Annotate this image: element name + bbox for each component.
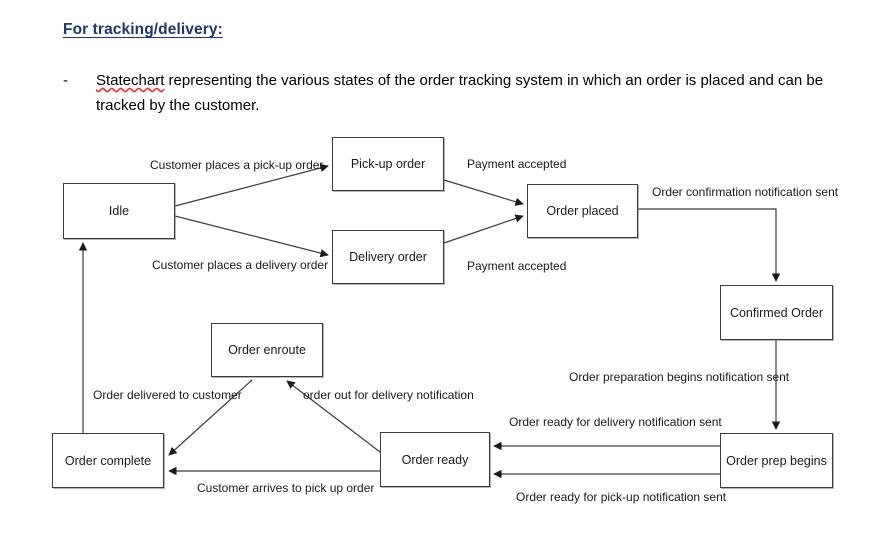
edge-label-order-ready-for-delivery-notification-sent: Order ready for delivery notification se… (509, 415, 722, 429)
page-title: For tracking/delivery: (63, 21, 223, 38)
edge-label-order-confirmation-notification-sent: Order confirmation notification sent (652, 185, 839, 199)
edge-label-order-out-for-delivery-notification: order out for delivery notification (303, 388, 474, 402)
state-label: Order ready (401, 452, 469, 467)
state-node-pickup-order[interactable]: Pick-up order (332, 137, 444, 191)
bullet-list-item: - Statechart representing the various st… (63, 68, 853, 118)
edge-order-ready-to-enroute (286, 380, 381, 453)
state-node-order-enroute[interactable]: Order enroute (211, 323, 323, 377)
state-label: Pick-up order (350, 157, 426, 171)
state-node-confirmed-order[interactable]: Confirmed Order (720, 285, 833, 340)
misspelled-word: Statechart (96, 72, 165, 89)
edge-delivery-to-order-placed (443, 214, 524, 244)
state-node-delivery-order[interactable]: Delivery order (332, 230, 444, 284)
edge-label-payment-accepted-pickup: Payment accepted (467, 157, 567, 171)
state-label: Order enroute (228, 343, 306, 357)
state-label: Order prep begins (726, 453, 827, 468)
state-label: Order complete (64, 453, 152, 468)
edge-label-order-preparation-begins-notification-sent: Order preparation begins notification se… (569, 370, 790, 384)
edge-label-customer-arrives-to-pick-up-order: Customer arrives to pick up order (197, 481, 375, 495)
bullet-paragraph-rest: representing the various states of the o… (96, 72, 824, 114)
edge-idle-to-pickup (174, 163, 329, 207)
state-label: Idle (108, 204, 130, 218)
edge-label-customer-places-delivery-order: Customer places a delivery order (152, 258, 329, 272)
state-node-order-complete[interactable]: Order complete (52, 433, 164, 488)
state-node-idle[interactable]: Idle (63, 183, 175, 239)
bullet-paragraph: Statechart representing the various stat… (96, 68, 853, 118)
state-node-order-ready[interactable]: Order ready (380, 432, 490, 487)
state-label: Order placed (546, 204, 619, 218)
edge-label-order-ready-for-pickup-notification-sent: Order ready for pick-up notification sen… (516, 490, 727, 504)
edge-enroute-to-complete (168, 379, 253, 456)
edge-label-order-delivered-to-customer: Order delivered to customer (93, 388, 242, 402)
bullet-marker: - (63, 72, 68, 89)
edge-label-customer-places-pickup-order: Customer places a pick-up order (150, 158, 324, 172)
state-label: Confirmed Order (729, 305, 824, 320)
edge-idle-to-delivery (174, 215, 329, 258)
edge-label-payment-accepted-delivery: Payment accepted (467, 259, 567, 273)
state-node-order-placed[interactable]: Order placed (527, 184, 638, 238)
state-node-order-prep-begins[interactable]: Order prep begins (720, 433, 833, 488)
edge-pickup-to-order-placed (443, 179, 524, 206)
edge-order-placed-to-confirmed (638, 208, 781, 282)
state-label: Delivery order (349, 250, 427, 264)
